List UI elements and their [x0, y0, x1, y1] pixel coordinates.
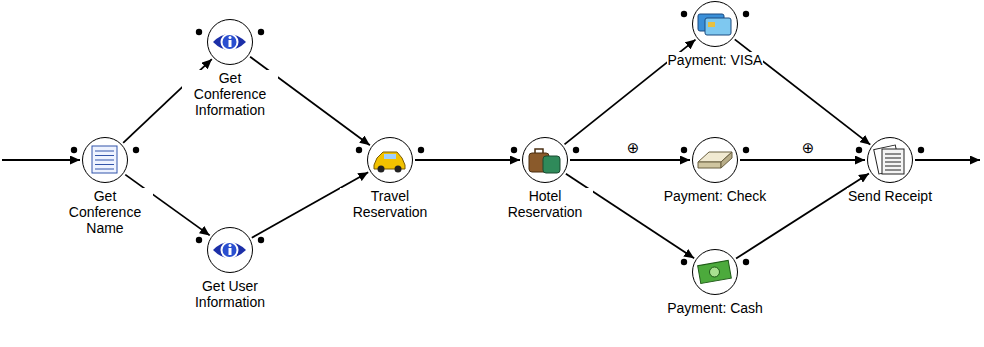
port-dot [418, 147, 424, 153]
task-icon [693, 2, 736, 45]
process-circle: Payment: Check [692, 137, 738, 183]
caption-block: Payment: VISA [650, 52, 780, 68]
port-layer [2, 11, 980, 265]
port-dot [856, 147, 862, 153]
process-circle: Hotel Reservation [522, 137, 568, 183]
task-icon [523, 138, 566, 181]
node-label: Send Receipt [847, 188, 933, 204]
caption-block: Hotel Reservation [497, 188, 593, 220]
port-dot [196, 29, 202, 35]
port-dot [573, 147, 579, 153]
flow-arrow [570, 159, 690, 161]
port-dot [681, 147, 687, 153]
caption-block: Send Receipt [830, 188, 950, 204]
port-dot [133, 147, 139, 153]
process-circle: Get Conference Information [207, 19, 253, 65]
node-label: Get Conference Name [57, 188, 153, 236]
task-icon [693, 250, 736, 293]
flow-arrow [736, 173, 869, 258]
caption-block: Get User Information [182, 278, 278, 310]
task-icon [208, 20, 251, 63]
node-label: Get User Information [182, 278, 278, 310]
node-label: Hotel Reservation [497, 188, 593, 220]
task-icon [83, 138, 126, 181]
join-symbol: ⊕ [802, 140, 815, 155]
port-dot [258, 237, 264, 243]
caption-block: Get Conference Information [182, 70, 278, 118]
task-icon [368, 138, 411, 181]
port-dot [681, 11, 687, 17]
node-label: Payment: Cash [666, 300, 764, 316]
flow-arrow [415, 159, 520, 161]
node-label: Payment: VISA [667, 52, 764, 68]
node-label: Travel Reservation [340, 188, 440, 220]
task-icon [208, 228, 251, 271]
caption-block: Payment: Check [650, 188, 780, 204]
process-circle: Payment: VISA [692, 1, 738, 47]
task-icon [868, 138, 911, 181]
process-circle: Get Conference Name [82, 137, 128, 183]
port-dot [743, 11, 749, 17]
entry-arrow [2, 159, 80, 161]
process-circle: Travel Reservation [367, 137, 413, 183]
port-dot [681, 259, 687, 265]
port-dot [743, 147, 749, 153]
caption-block: Travel Reservation [340, 188, 440, 220]
port-dot [511, 147, 517, 153]
process-circle: Send Receipt [867, 137, 913, 183]
node-label: Payment: Check [663, 188, 768, 204]
port-dot [743, 259, 749, 265]
port-dot [356, 147, 362, 153]
node-label: Get Conference Information [182, 70, 278, 118]
process-circle: Payment: Cash [692, 249, 738, 295]
flow-arrow [740, 159, 865, 161]
port-dot [918, 147, 924, 153]
caption-block: Payment: Cash [650, 300, 780, 316]
caption-block: Get Conference Name [57, 188, 153, 236]
port-dot [196, 237, 202, 243]
task-icon [693, 138, 736, 181]
exit-arrow [915, 159, 980, 161]
port-dot [258, 29, 264, 35]
process-circle: Get User Information [207, 227, 253, 273]
port-dot [71, 147, 77, 153]
join-symbol: ⊕ [627, 140, 640, 155]
edge-layer [123, 39, 870, 258]
